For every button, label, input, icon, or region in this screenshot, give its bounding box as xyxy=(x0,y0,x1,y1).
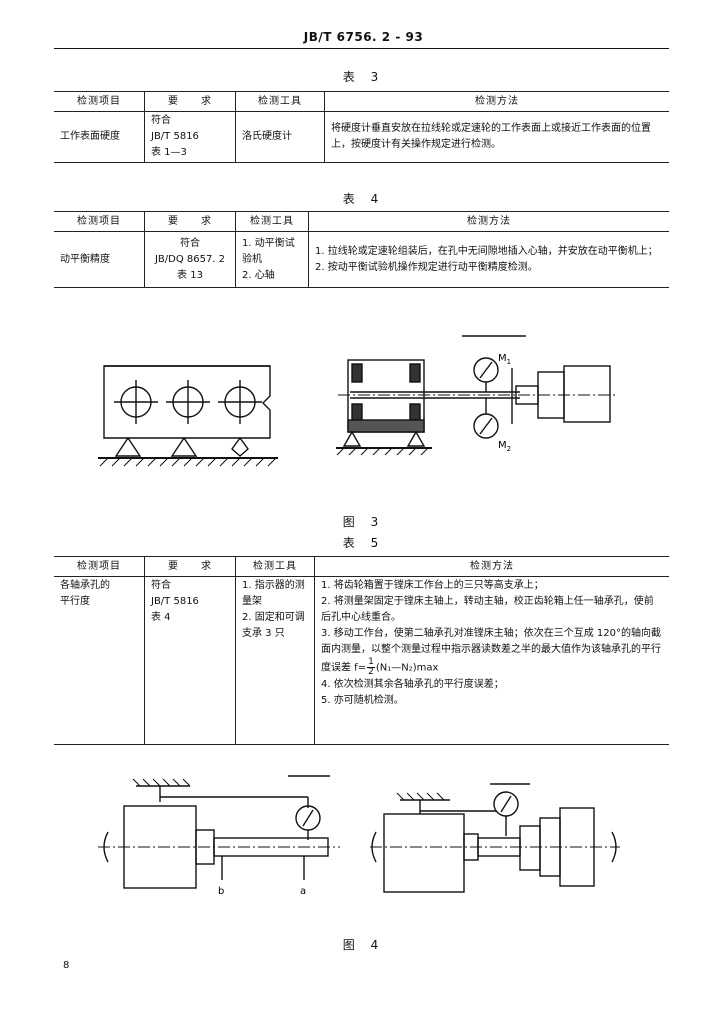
requirement-cell: 符合 JB/T 5816 表 4 xyxy=(144,576,236,745)
method-cell: 1. 拉线轮或定速轮组装后，在孔中无间隙地插入心轴，并安放在动平衡机上； 2. … xyxy=(308,231,669,288)
table3: 检测项目 要 求 检测工具 检测方法 工作表面硬度 符合 JB/T 5816 表… xyxy=(54,91,669,163)
table3-caption: 表 3 xyxy=(342,70,385,84)
tool-cell: 1. 指示器的测量架 2. 固定和可调支承 3 只 xyxy=(235,576,315,745)
table-header-row: 检测项目 要 求 检测工具 检测方法 xyxy=(54,556,669,577)
item-cell: 动平衡精度 xyxy=(54,231,145,288)
table5: 检测项目 要 求 检测工具 检测方法 各轴承孔的 平行度 符合 JB/T 581… xyxy=(54,556,669,745)
figure4-caption: 图 4 xyxy=(342,938,385,952)
table-header-row: 检测项目 要 求 检测工具 检测方法 xyxy=(54,211,669,232)
tool-cell: 1. 动平衡试验机 2. 心轴 xyxy=(235,231,309,288)
balancing-machine xyxy=(336,335,616,456)
table4: 检测项目 要 求 检测工具 检测方法 动平衡精度 符合 JB/DQ 8657. … xyxy=(54,211,669,288)
table-row: 各轴承孔的 平行度 符合 JB/T 5816 表 4 1. 指示器的测量架 2.… xyxy=(54,576,669,745)
table-row: 工作表面硬度 符合 JB/T 5816 表 1—3 洛氏硬度计 将硬度计垂直安放… xyxy=(54,111,669,163)
tool-cell: 洛氏硬度计 xyxy=(235,111,325,163)
item-cell: 各轴承孔的 平行度 xyxy=(54,576,145,745)
m2-label: M2 xyxy=(498,440,511,453)
header-rule xyxy=(54,48,669,49)
requirement-cell: 符合 JB/DQ 8657. 2 表 13 xyxy=(144,231,236,288)
left-setup xyxy=(98,775,340,889)
page-number: 8 xyxy=(63,960,70,971)
gearbox-on-supports xyxy=(98,365,278,467)
label-a: a xyxy=(300,886,306,897)
method-cell: 1. 将齿轮箱置于镗床工作台上的三只等高支承上； 2. 将测量架固定于镗床主轴上… xyxy=(314,576,669,745)
table5-caption: 表 5 xyxy=(342,536,385,550)
right-setup xyxy=(370,783,620,893)
m1-label: M1 xyxy=(498,353,511,366)
method-cell: 将硬度计垂直安放在拉线轮或定速轮的工作表面上或接近工作表面的位置上，按硬度计有关… xyxy=(324,111,669,163)
standard-number: JB/T 6756. 2 - 93 xyxy=(303,30,424,44)
table-row: 动平衡精度 符合 JB/DQ 8657. 2 表 13 1. 动平衡试验机 2.… xyxy=(54,231,669,288)
figure3-caption: 图 3 xyxy=(342,515,385,529)
label-b: b xyxy=(218,886,224,897)
table4-caption: 表 4 xyxy=(342,192,385,206)
